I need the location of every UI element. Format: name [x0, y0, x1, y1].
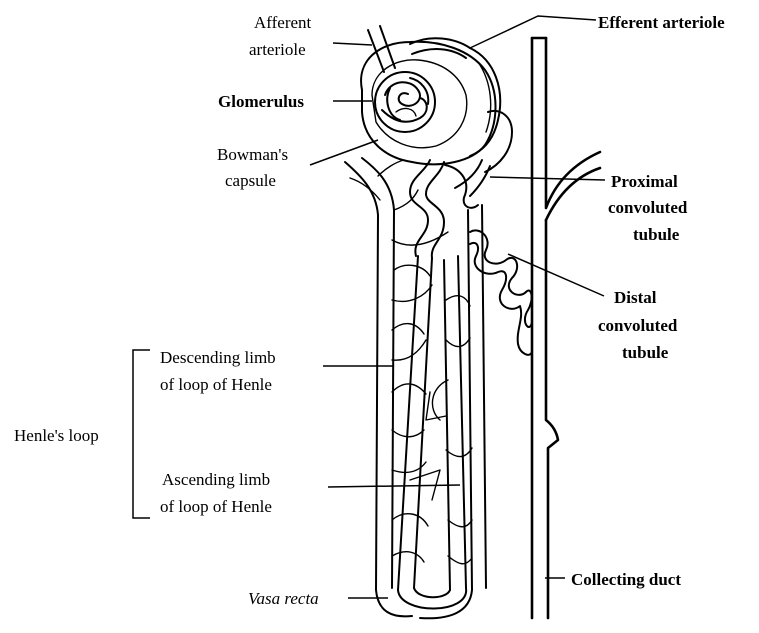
label-proximal-line3: tubule	[633, 225, 680, 244]
label-bowman-line1: Bowman's	[217, 145, 288, 164]
leader-afferent	[333, 43, 372, 45]
label-proximal-line2: convoluted	[608, 198, 688, 217]
label-collecting-duct: Collecting duct	[571, 570, 681, 589]
label-distal-line3: tubule	[622, 343, 669, 362]
label-glomerulus: Glomerulus	[218, 92, 304, 111]
label-vasa-recta: Vasa recta	[248, 589, 319, 608]
collecting-duct	[532, 38, 600, 618]
label-bowman-line2: capsule	[225, 171, 276, 190]
henle-bracket	[133, 350, 150, 518]
label-distal-line2: convoluted	[598, 316, 678, 335]
vasa-recta	[345, 158, 490, 618]
leader-bowman	[310, 140, 378, 165]
leader-lines	[310, 16, 605, 598]
label-henles-loop: Henle's loop	[14, 426, 99, 445]
label-ascending-line1: Ascending limb	[162, 470, 270, 489]
loop-of-henle	[398, 256, 466, 609]
label-afferent-line1: Afferent	[254, 13, 312, 32]
label-efferent-arteriole: Efferent arteriole	[598, 13, 725, 32]
label-afferent-line2: arteriole	[249, 40, 306, 59]
distal-convoluted-tubule	[470, 230, 532, 354]
leader-proximal	[490, 177, 605, 180]
bowmans-capsule	[361, 42, 512, 172]
label-descending-line1: Descending limb	[160, 348, 276, 367]
label-descending-line2: of loop of Henle	[160, 375, 272, 394]
glomerulus	[375, 72, 435, 132]
label-ascending-line2: of loop of Henle	[160, 497, 272, 516]
label-proximal-line1: Proximal	[611, 172, 678, 191]
leader-ascending	[328, 485, 460, 487]
label-distal-line1: Distal	[614, 288, 657, 307]
leader-distal	[508, 254, 604, 296]
efferent-arteriole	[410, 38, 470, 58]
